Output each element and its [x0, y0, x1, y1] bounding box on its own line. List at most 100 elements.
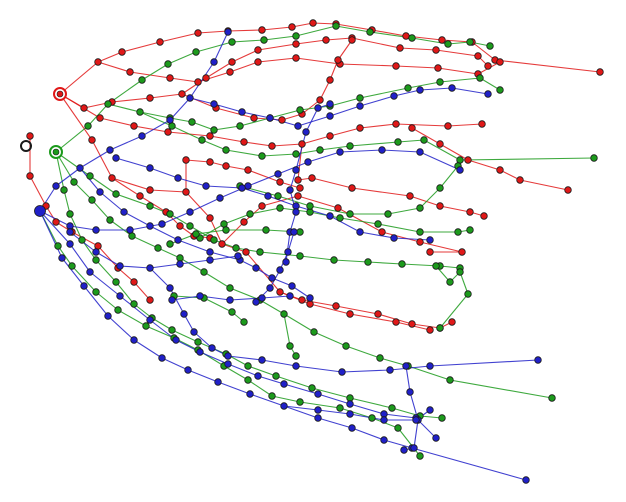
blue-node: [66, 240, 74, 248]
blue-node: [314, 406, 322, 414]
blue-edge: [179, 259, 211, 265]
green-node: [336, 404, 344, 412]
green-node: [192, 230, 200, 238]
blue-edge: [187, 369, 219, 383]
blue-node: [282, 258, 290, 266]
red-node: [130, 122, 138, 130]
red-edge: [231, 49, 259, 63]
red-edge: [337, 39, 353, 61]
red-node: [326, 132, 334, 140]
red-node: [258, 202, 266, 210]
red-edge: [185, 191, 211, 219]
green-node: [466, 38, 474, 46]
red-node: [294, 176, 302, 184]
blue-edge: [229, 297, 263, 301]
green-node: [70, 178, 78, 186]
blue-node: [120, 208, 128, 216]
green-edge: [95, 259, 117, 283]
blue-edge: [177, 177, 207, 187]
red-edge: [439, 143, 469, 161]
green-node: [260, 36, 268, 44]
blue-edge: [123, 211, 151, 227]
blue-node: [346, 410, 354, 418]
red-edge: [295, 57, 341, 65]
red-node: [278, 116, 286, 124]
green-edge: [203, 271, 231, 289]
red-node: [88, 136, 96, 144]
blue-edge: [451, 87, 489, 95]
blue-node: [234, 252, 242, 260]
blue-edge: [261, 359, 297, 367]
green-node: [436, 324, 444, 332]
blue-edge: [119, 295, 151, 321]
blue-edge: [79, 149, 111, 169]
green-node: [142, 322, 150, 330]
green-edge: [397, 139, 425, 143]
green-edge: [141, 63, 169, 81]
green-edge: [73, 181, 93, 201]
blue-node: [80, 282, 88, 290]
red-node: [496, 166, 504, 174]
blue-edge: [283, 383, 319, 395]
blue-node: [186, 208, 194, 216]
blue-node: [522, 476, 530, 484]
green-edge: [439, 293, 469, 329]
red-edge: [409, 195, 441, 207]
green-edge: [339, 407, 373, 419]
blue-node: [288, 282, 296, 290]
red-edge: [221, 221, 245, 245]
red-node: [392, 120, 400, 128]
blue-node: [166, 284, 174, 292]
red-edge: [133, 281, 151, 301]
green-edge: [377, 223, 421, 233]
red-edge: [257, 57, 297, 63]
blue-node: [448, 84, 456, 92]
blue-node: [210, 100, 218, 108]
red-edge: [261, 26, 293, 31]
blue-edge: [295, 365, 343, 373]
red-edge: [439, 205, 471, 213]
blue-node: [208, 344, 216, 352]
green-node: [198, 136, 206, 144]
green-node: [244, 362, 252, 370]
green-edge: [199, 223, 225, 239]
red-node: [240, 218, 248, 226]
red-node: [118, 48, 126, 56]
red-edge: [411, 127, 441, 145]
blue-node: [284, 248, 292, 256]
red-edge: [111, 177, 141, 197]
green-node: [436, 184, 444, 192]
blue-edge: [317, 393, 351, 405]
blue-edge: [189, 197, 221, 213]
green-edge: [261, 153, 297, 157]
red-node: [288, 23, 296, 31]
green-edge: [387, 207, 421, 215]
blue-node: [252, 298, 260, 306]
blue-edge: [149, 225, 179, 241]
blue-edge: [213, 103, 243, 113]
green-node: [454, 228, 462, 236]
red-node: [346, 310, 354, 318]
red-node: [26, 172, 34, 180]
red-edge: [435, 49, 479, 57]
red-node: [426, 248, 434, 256]
red-edge: [471, 41, 496, 61]
red-node: [226, 68, 234, 76]
green-node: [310, 328, 318, 336]
red-node: [52, 218, 60, 226]
green-node: [68, 262, 76, 270]
red-edge: [319, 79, 331, 101]
green-node: [164, 60, 172, 68]
blue-node: [258, 356, 266, 364]
blue-edge: [329, 105, 361, 117]
blue-edge: [317, 417, 353, 429]
blue-node: [402, 362, 410, 370]
green-node: [166, 240, 174, 248]
green-edge: [283, 313, 291, 347]
red-node: [308, 174, 316, 182]
blue-edge: [141, 119, 171, 137]
green-node: [394, 424, 402, 432]
red-edge: [419, 241, 463, 253]
blue-node: [112, 154, 120, 162]
green-edge: [169, 213, 191, 227]
